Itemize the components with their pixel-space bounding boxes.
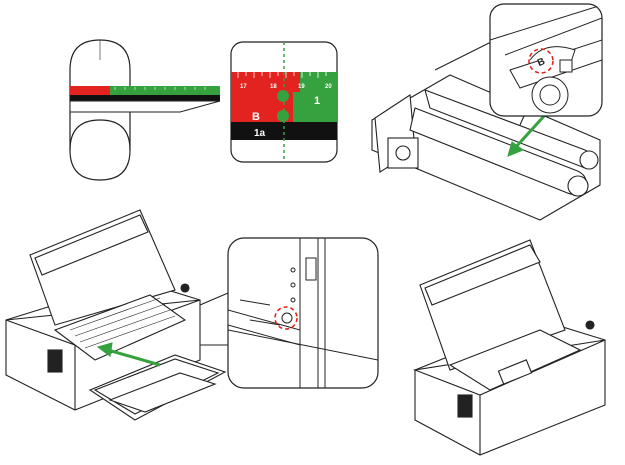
alignment-dot-top <box>277 90 289 102</box>
tick-label-19: 19 <box>298 84 305 90</box>
leader-line <box>434 39 496 71</box>
roller-end-back <box>579 150 599 170</box>
zoom-green-band-1 <box>293 92 337 122</box>
rotary-inside-machine <box>497 359 533 385</box>
laser-machine-right <box>412 239 606 456</box>
ruler-black-band <box>70 95 220 101</box>
rotary-attachment-illustration <box>371 39 601 221</box>
rotary-mark-label: B <box>536 56 547 69</box>
slot-zoom-panel <box>227 237 379 389</box>
ruler-zoom-panel: 17 18 19 20 B 1 1a <box>230 41 338 163</box>
red-dashed-circle-icon-slot <box>274 306 298 330</box>
tick-label-18: 18 <box>270 84 277 90</box>
ruler-label-1a: 1a <box>254 128 266 139</box>
zoom-black-band <box>231 122 337 140</box>
machine-lid-left <box>29 209 176 326</box>
ruler-red-band <box>70 86 110 95</box>
alignment-dot-bottom <box>277 110 289 122</box>
green-arrow-icon <box>507 113 547 157</box>
machine-bed-right <box>448 329 582 391</box>
ruler-label-1: 1 <box>314 95 320 107</box>
laser-machine-left <box>5 209 236 421</box>
green-arrow-icon-insert <box>96 342 161 367</box>
zoom-green-band-top <box>300 72 337 92</box>
cylinder-ruler-illustration <box>69 39 221 181</box>
red-dashed-circle-icon <box>528 48 554 74</box>
ruler-green-band <box>70 86 220 95</box>
roller-end-front <box>567 175 589 197</box>
cylinder-bottom-rim <box>69 119 131 151</box>
ruler-label-b: B <box>252 111 260 123</box>
tick-label-20: 20 <box>325 84 332 90</box>
tick-label-17: 17 <box>240 84 247 90</box>
rotary-zoom-panel: B <box>489 3 603 117</box>
ruler-lower-strip <box>69 100 221 113</box>
